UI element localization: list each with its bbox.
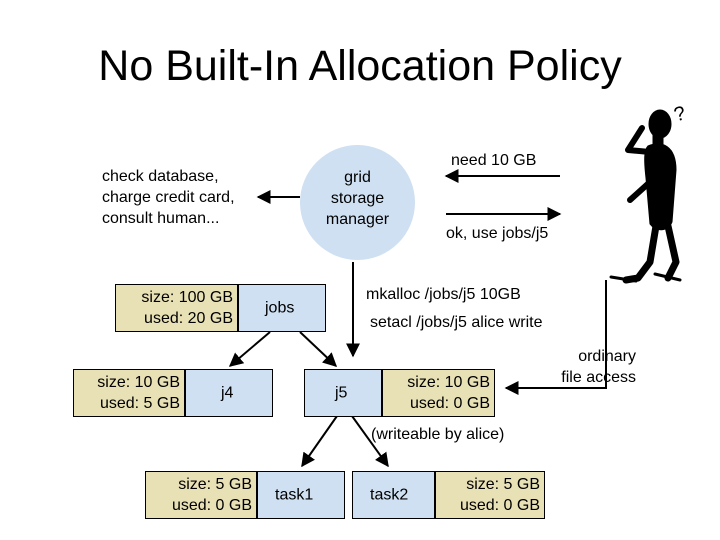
setacl-command: setacl /jobs/j5 alice write xyxy=(370,314,543,331)
file-access-label: ordinary file access xyxy=(561,348,636,386)
j5-size: size: 10 GB xyxy=(407,374,490,391)
task2-usage-box: size: 5 GB used: 0 GB xyxy=(435,471,545,519)
task1-directory-box: task1 xyxy=(257,471,345,519)
task1-directory-label: task1 xyxy=(275,486,314,504)
j4-directory-box: j4 xyxy=(185,369,273,417)
jobs-used: used: 20 GB xyxy=(144,310,233,327)
manager-actions-text: check database, charge credit card, cons… xyxy=(102,168,235,227)
j5-used: used: 0 GB xyxy=(409,395,490,412)
j4-usage-box: size: 10 GB used: 5 GB xyxy=(73,369,185,417)
j5-directory-label: j5 xyxy=(335,384,348,402)
user-figure-icon xyxy=(609,109,682,284)
slide-title: No Built-In Allocation Policy xyxy=(98,42,622,90)
question-mark-icon: ? xyxy=(672,102,688,126)
jobs-directory-box: jobs xyxy=(238,284,326,332)
j5-permission-note: (writeable by alice) xyxy=(371,426,505,443)
grid-storage-manager-label: grid storage manager xyxy=(325,169,390,228)
task2-used: used: 0 GB xyxy=(459,497,540,514)
task2-directory-label: task2 xyxy=(370,486,409,504)
j5-usage-box: size: 10 GB used: 0 GB xyxy=(382,369,495,417)
reply-text: ok, use jobs/j5 xyxy=(446,225,549,242)
jobs-usage-box: size: 100 GB used: 20 GB xyxy=(115,284,238,332)
task2-directory-box: task2 xyxy=(352,471,435,519)
jobs-directory-label: jobs xyxy=(265,299,295,317)
j4-directory-label: j4 xyxy=(221,384,234,402)
j5-to-task1-edge xyxy=(301,415,338,468)
file-access-arrow xyxy=(504,280,607,395)
j5-directory-box: j5 xyxy=(304,369,382,417)
grid-storage-manager-node xyxy=(300,145,415,260)
jobs-to-j4-edge xyxy=(228,331,271,367)
j4-used: used: 5 GB xyxy=(99,395,180,412)
task1-usage-box: size: 5 GB used: 0 GB xyxy=(145,471,257,519)
task2-size: size: 5 GB xyxy=(466,476,540,493)
request-text: need 10 GB xyxy=(451,152,537,169)
jobs-to-j5-edge xyxy=(299,331,338,367)
task1-size: size: 5 GB xyxy=(178,476,252,493)
task1-used: used: 0 GB xyxy=(171,497,252,514)
mkalloc-command: mkalloc /jobs/j5 10GB xyxy=(366,286,521,303)
j5-to-task2-edge xyxy=(351,415,389,468)
j4-size: size: 10 GB xyxy=(97,374,180,391)
jobs-size: size: 100 GB xyxy=(141,289,233,306)
